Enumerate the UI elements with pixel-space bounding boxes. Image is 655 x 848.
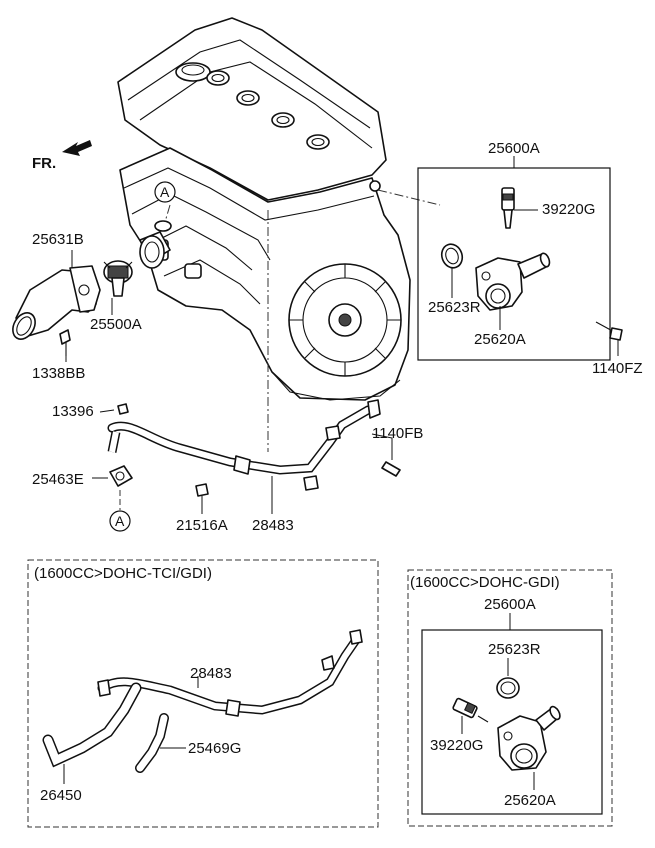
gasket-25463E: [109, 465, 133, 487]
label-25623R: 25623R: [428, 299, 481, 316]
label-25463E: 25463E: [32, 471, 84, 488]
water-hose-25469G: [135, 713, 169, 773]
bolt-1140FB: [381, 461, 401, 477]
callout-labels-main: 25631B 25500A 1338BB 25600A 39220G 25623…: [32, 140, 643, 534]
label-39220G: 39220G: [542, 201, 595, 218]
ref-line-to-housing: [377, 189, 441, 206]
water-hose-26450: [42, 682, 142, 768]
label-1338BB: 1338BB: [32, 365, 85, 382]
ref-line-a: [164, 204, 171, 223]
label-25631B: 25631B: [32, 231, 84, 248]
temp-sensor-39220G: [501, 187, 515, 229]
label-25600A: 25600A: [488, 140, 540, 157]
ref-marker-lower: A: [109, 510, 131, 532]
bolt-21516A: [195, 483, 209, 497]
bolt-13396: [117, 403, 129, 415]
label-25600A-gdi: 25600A: [484, 596, 536, 613]
temp-sensor-39220G-gdi: [452, 697, 489, 723]
label-25620A-gdi: 25620A: [504, 792, 556, 809]
water-fitting-25620A: [475, 252, 551, 311]
water-pipe-28483-tci: [97, 629, 363, 717]
label-13396: 13396: [52, 403, 94, 420]
label-25623R-gdi: 25623R: [488, 641, 541, 658]
bolt-1140FZ: [595, 321, 623, 341]
label-28483: 28483: [252, 517, 294, 534]
variant-heading-tci-gdi: (1600CC>DOHC-TCI/GDI): [34, 565, 212, 582]
front-direction-indicator: FR.: [32, 140, 92, 172]
water-pipe-28483: [107, 399, 381, 491]
assembly-box-gdi: [421, 629, 603, 815]
svg-text:A: A: [160, 184, 170, 200]
label-39220G-gdi: 39220G: [430, 737, 483, 754]
o-ring-25623R: [440, 243, 464, 269]
front-arrow-icon: [62, 140, 92, 156]
thermostat-housing-25631B: [12, 265, 101, 340]
leader-lines-tci: [63, 676, 199, 784]
leader-lines-main: [65, 156, 619, 514]
label-1140FZ: 1140FZ: [592, 360, 643, 377]
water-fitting-25620A-gdi: [497, 705, 561, 771]
bolt-1338BB: [59, 329, 71, 356]
svg-text:A: A: [115, 513, 125, 529]
label-1140FB: 1140FB: [372, 425, 423, 442]
label-28483-tci: 28483: [190, 665, 232, 682]
o-ring-25623R-gdi: [496, 677, 520, 699]
label-25500A: 25500A: [90, 316, 142, 333]
variant-box-tci-gdi: [27, 559, 379, 828]
label-26450: 26450: [40, 787, 82, 804]
label-25620A: 25620A: [474, 331, 526, 348]
ref-marker-upper: A: [154, 181, 176, 203]
front-label: FR.: [32, 155, 56, 172]
thermostat-25500A: [103, 260, 133, 297]
label-25469G: 25469G: [188, 740, 241, 757]
variant-heading-gdi: (1600CC>DOHC-GDI): [410, 574, 560, 591]
label-21516A: 21516A: [176, 517, 228, 534]
variant-box-gdi: [407, 569, 613, 827]
engine-block: [117, 17, 411, 401]
